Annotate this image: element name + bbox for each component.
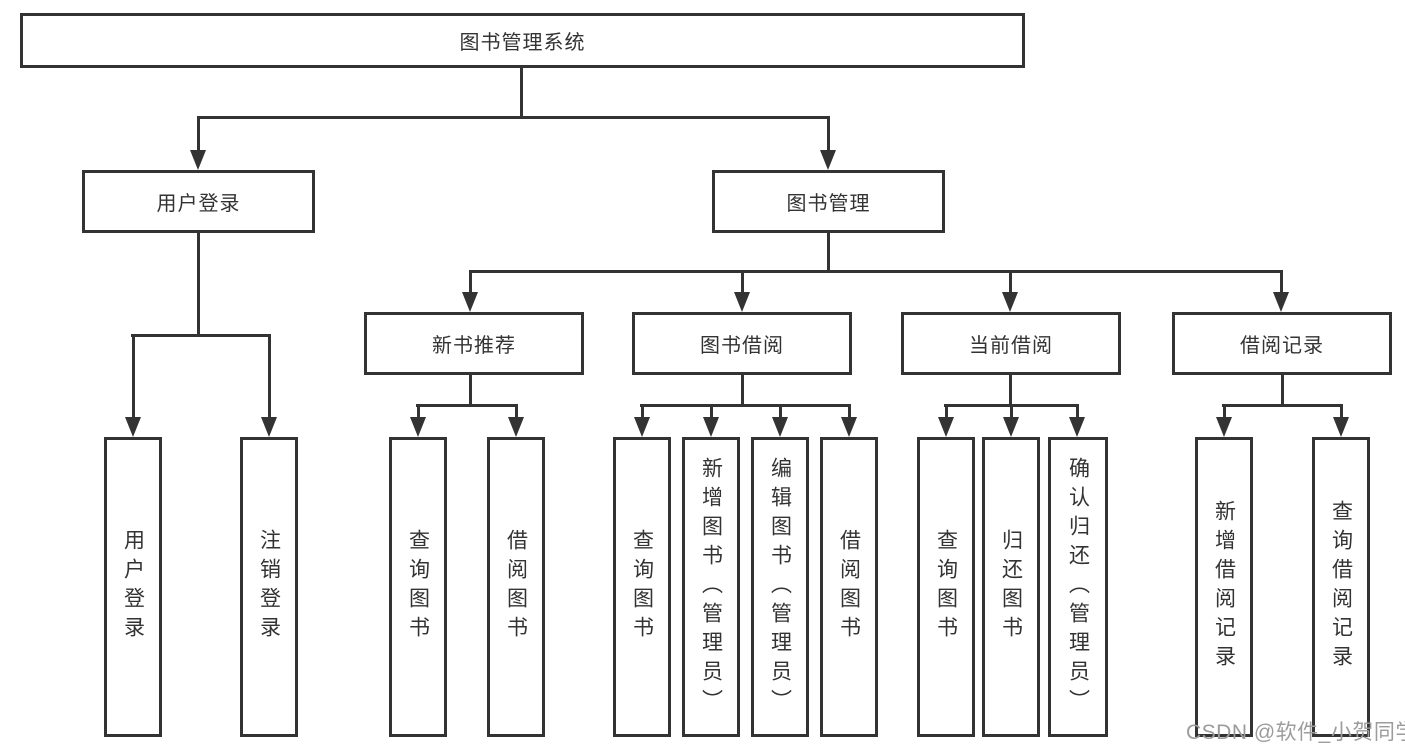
leaf-br-add-record: 新增借阅记录 bbox=[1195, 437, 1253, 737]
leaf-bb-add-books-admin: 新增图书（管理员） bbox=[682, 437, 740, 737]
arrow-down-icon bbox=[1273, 292, 1289, 312]
node-library-system-label: 图书管理系统 bbox=[459, 32, 586, 54]
connector-line-v bbox=[1340, 404, 1343, 419]
arrow-down-icon bbox=[410, 417, 426, 437]
arrow-down-icon bbox=[820, 150, 836, 170]
node-borrowing-records-label: 借阅记录 bbox=[1240, 335, 1324, 357]
node-new-book-recommend: 新书推荐 bbox=[364, 312, 584, 375]
node-user-login-label: 用户登录 bbox=[156, 193, 241, 215]
leaf-nb-query-books: 查询图书 bbox=[389, 437, 447, 737]
node-current-borrowing: 当前借阅 bbox=[901, 312, 1121, 375]
connector-line-v bbox=[268, 334, 271, 419]
leaf-nb-borrow-books: 借阅图书 bbox=[487, 437, 545, 737]
leaf-user-login-label: 用户登录 bbox=[121, 529, 145, 645]
connector-line-h bbox=[640, 404, 850, 407]
leaf-bb-query-books: 查询图书 bbox=[613, 437, 671, 737]
leaf-logout: 注销登录 bbox=[240, 437, 298, 737]
connector-line-v bbox=[710, 404, 713, 419]
leaf-cb-query-books: 查询图书 bbox=[917, 437, 975, 737]
arrow-down-icon bbox=[703, 417, 719, 437]
leaf-bb-add-books-admin-label: 新增图书（管理员） bbox=[699, 456, 723, 718]
connector-line-v bbox=[779, 404, 782, 419]
csdn-watermark: CSDN @软件_小贺同学 bbox=[1186, 721, 1405, 744]
connector-line-v bbox=[197, 233, 200, 336]
arrow-down-icon bbox=[938, 417, 954, 437]
leaf-nb-query-books-label: 查询图书 bbox=[406, 529, 430, 645]
connector-line-v bbox=[520, 68, 523, 117]
connector-line-v bbox=[469, 270, 472, 294]
connector-line-v bbox=[741, 270, 744, 294]
node-book-borrowing: 图书借阅 bbox=[632, 312, 852, 375]
connector-line-v bbox=[197, 116, 200, 152]
leaf-bb-borrow-books-label: 借阅图书 bbox=[837, 529, 861, 645]
arrow-down-icon bbox=[508, 417, 524, 437]
leaf-cb-confirm-return-admin: 确认归还（管理员） bbox=[1048, 437, 1108, 737]
arrow-down-icon bbox=[1333, 417, 1349, 437]
leaf-br-query-record: 查询借阅记录 bbox=[1312, 437, 1370, 737]
connector-line-h bbox=[1222, 404, 1343, 407]
node-book-borrowing-label: 图书借阅 bbox=[700, 335, 784, 357]
connector-line-v bbox=[827, 233, 830, 272]
leaf-nb-borrow-books-label: 借阅图书 bbox=[504, 529, 528, 645]
connector-line-v bbox=[1009, 375, 1012, 406]
connector-line-h bbox=[197, 116, 830, 119]
connector-line-v bbox=[417, 404, 420, 419]
arrow-down-icon bbox=[634, 417, 650, 437]
arrow-down-icon bbox=[1003, 417, 1019, 437]
connector-line-v bbox=[1009, 270, 1012, 294]
node-user-login: 用户登录 bbox=[82, 170, 315, 233]
node-book-management: 图书管理 bbox=[712, 170, 945, 233]
leaf-bb-edit-books-admin-label: 编辑图书（管理员） bbox=[768, 456, 792, 718]
connector-line-v bbox=[827, 116, 830, 152]
arrow-down-icon bbox=[772, 417, 788, 437]
connector-line-v bbox=[945, 404, 948, 419]
arrow-down-icon bbox=[190, 150, 206, 170]
connector-line-h bbox=[131, 334, 271, 337]
leaf-cb-query-books-label: 查询图书 bbox=[934, 529, 958, 645]
connector-line-v bbox=[132, 334, 135, 419]
arrow-down-icon bbox=[462, 292, 478, 312]
leaf-cb-return-books: 归还图书 bbox=[982, 437, 1040, 737]
leaf-cb-return-books-label: 归还图书 bbox=[999, 529, 1023, 645]
leaf-user-login: 用户登录 bbox=[104, 437, 162, 737]
node-book-management-label: 图书管理 bbox=[786, 193, 871, 215]
node-borrowing-records: 借阅记录 bbox=[1172, 312, 1392, 375]
leaf-logout-label: 注销登录 bbox=[257, 529, 281, 645]
arrow-down-icon bbox=[261, 417, 277, 437]
node-current-borrowing-label: 当前借阅 bbox=[969, 335, 1053, 357]
connector-line-v bbox=[848, 404, 851, 419]
connector-line-v bbox=[1010, 404, 1013, 419]
arrow-down-icon bbox=[1069, 417, 1085, 437]
leaf-bb-edit-books-admin: 编辑图书（管理员） bbox=[751, 437, 809, 737]
arrow-down-icon bbox=[1002, 292, 1018, 312]
arrow-down-icon bbox=[1216, 417, 1232, 437]
connector-line-v bbox=[515, 404, 518, 419]
leaf-cb-confirm-return-admin-label: 确认归还（管理员） bbox=[1066, 456, 1090, 718]
connector-line-v bbox=[641, 404, 644, 419]
leaf-bb-query-books-label: 查询图书 bbox=[630, 529, 654, 645]
connector-line-v bbox=[1281, 375, 1284, 406]
connector-line-v bbox=[469, 375, 472, 406]
node-new-book-recommend-label: 新书推荐 bbox=[432, 335, 516, 357]
node-library-system: 图书管理系统 bbox=[20, 13, 1025, 68]
arrow-down-icon bbox=[734, 292, 750, 312]
connector-line-v bbox=[1076, 404, 1079, 419]
connector-line-v bbox=[1280, 270, 1283, 294]
leaf-br-query-record-label: 查询借阅记录 bbox=[1329, 500, 1353, 674]
leaf-bb-borrow-books: 借阅图书 bbox=[820, 437, 878, 737]
connector-line-v bbox=[741, 375, 744, 406]
connector-line-h bbox=[469, 270, 1283, 273]
connector-line-h bbox=[416, 404, 518, 407]
arrow-down-icon bbox=[841, 417, 857, 437]
connector-line-v bbox=[1223, 404, 1226, 419]
leaf-br-add-record-label: 新增借阅记录 bbox=[1212, 500, 1236, 674]
arrow-down-icon bbox=[125, 417, 141, 437]
